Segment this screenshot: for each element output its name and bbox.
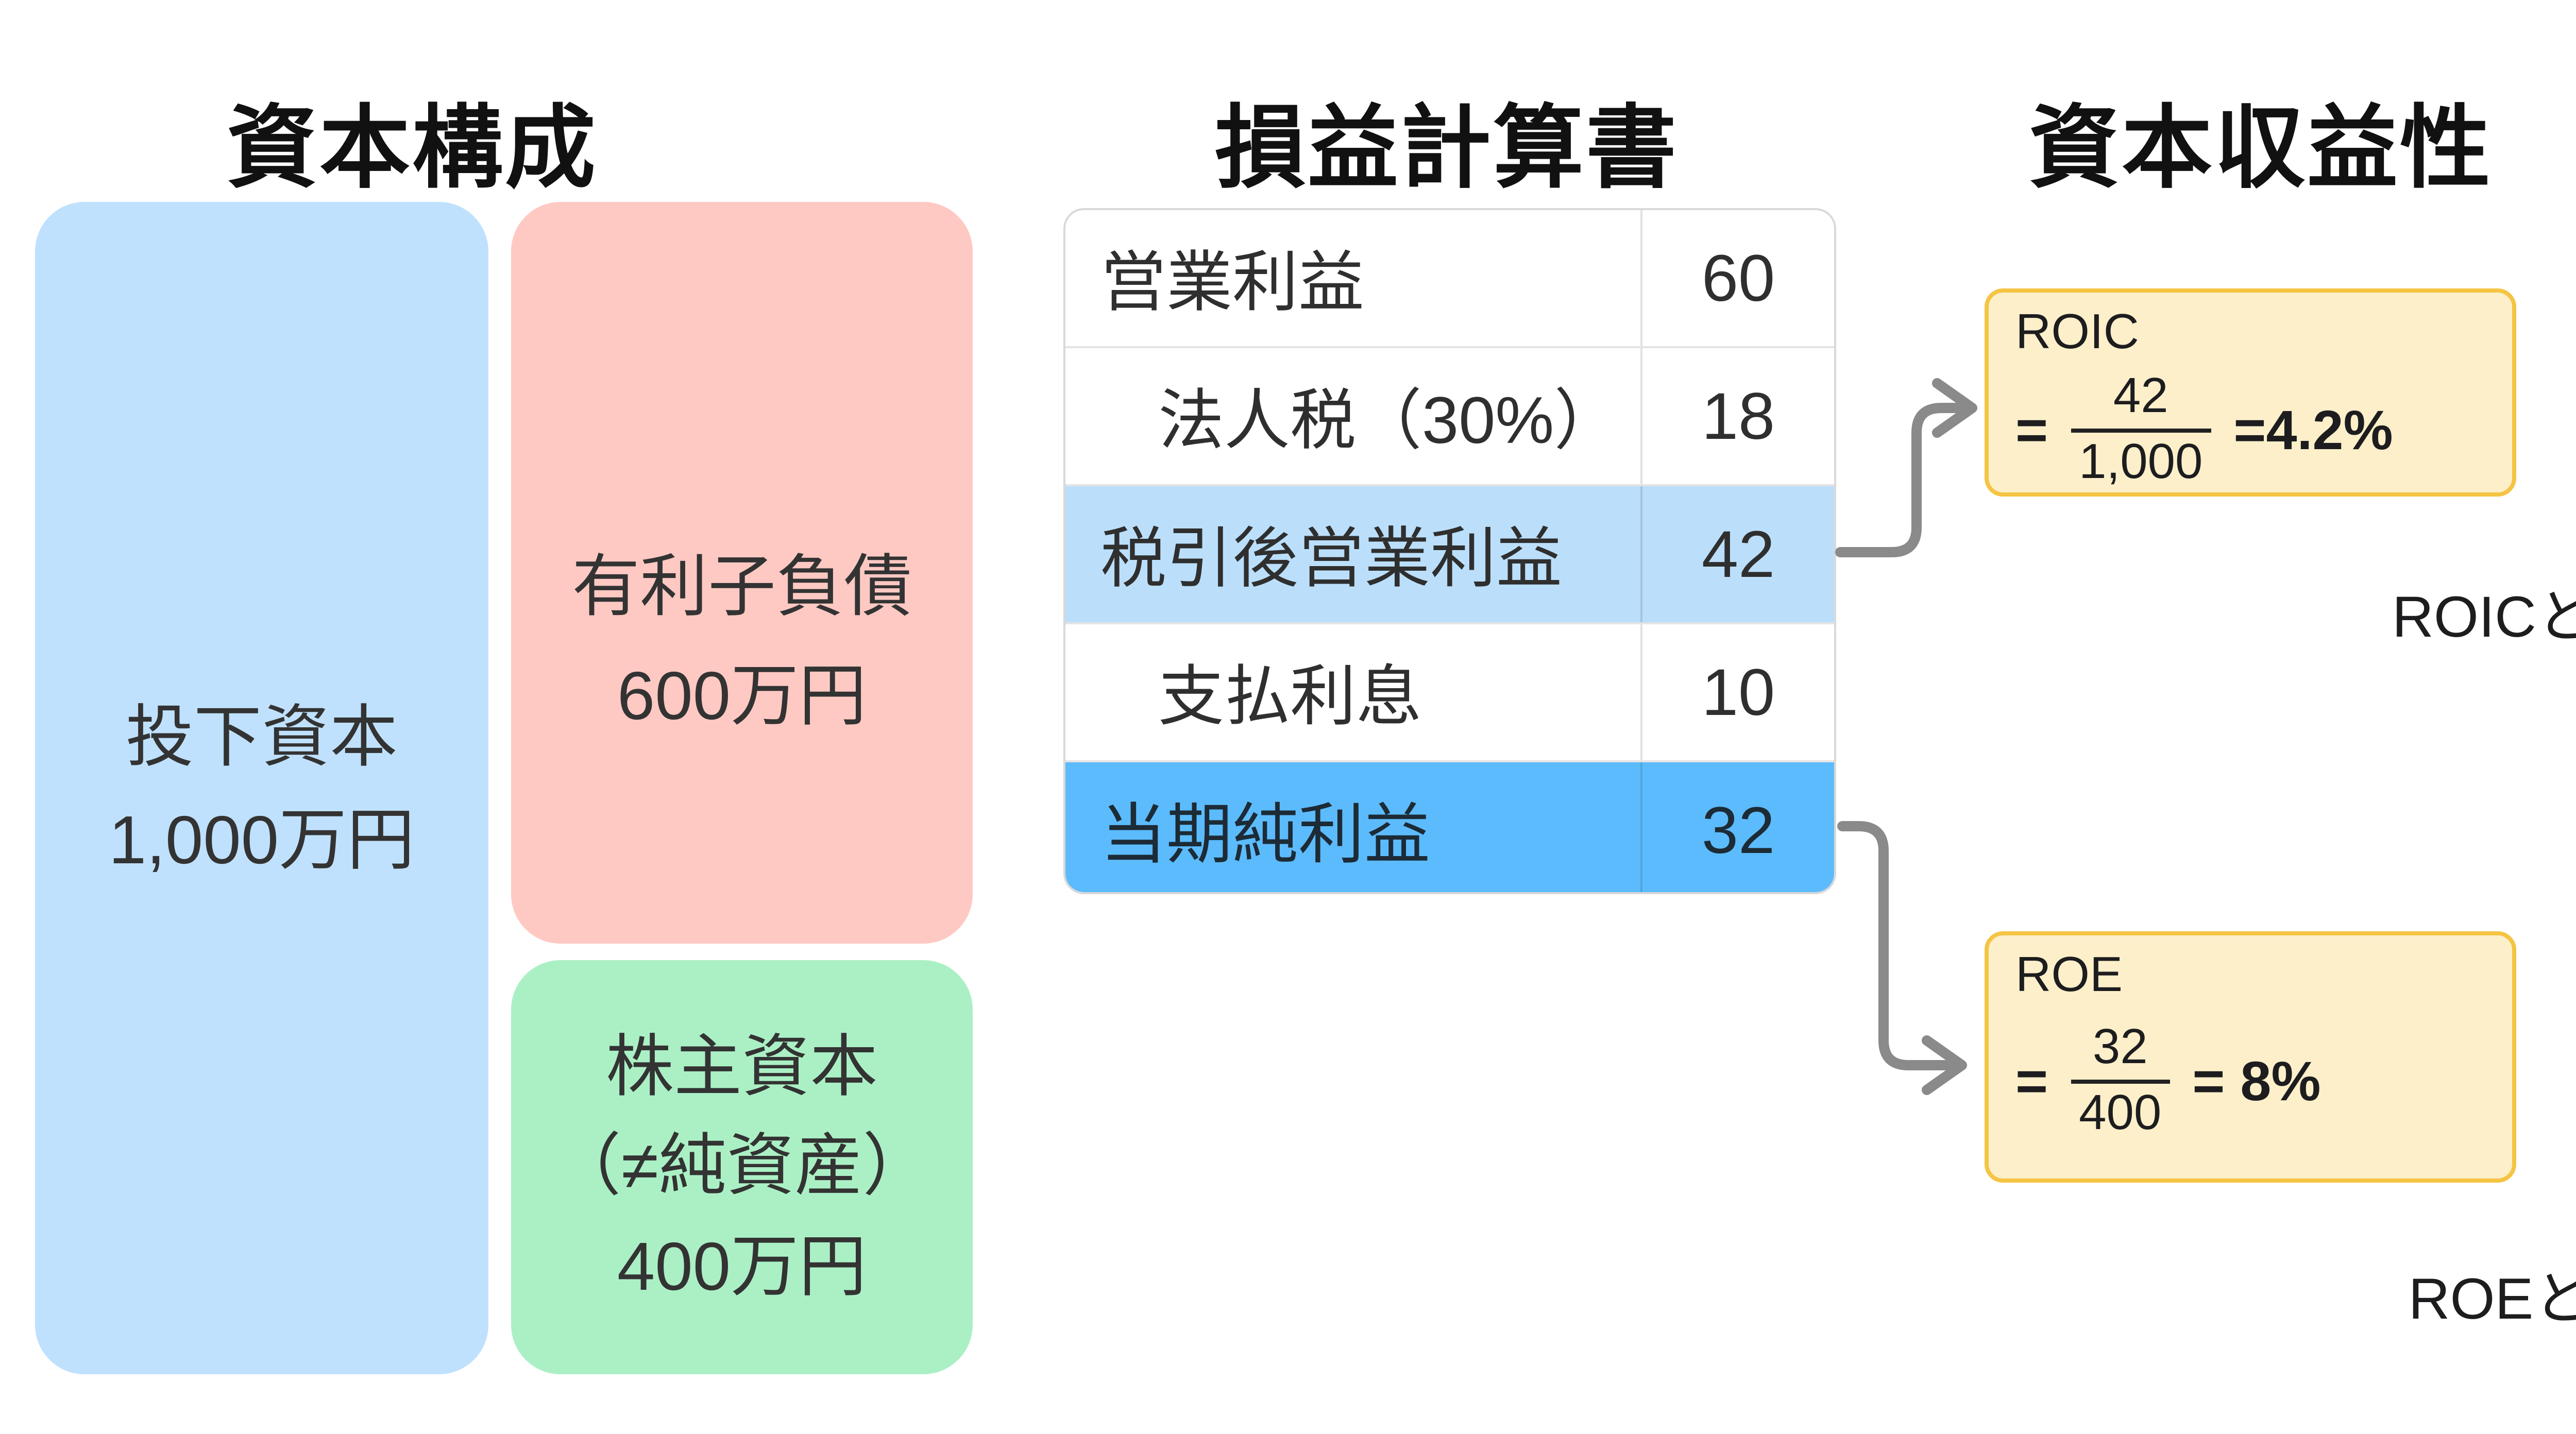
income-statement-title: 損益計算書 [1215, 99, 1679, 200]
row-value: 18 [1640, 348, 1834, 484]
roe-numerator: 32 [2071, 1018, 2170, 1084]
roic-formula: = 42 1,000 =4.2% [2015, 367, 2485, 494]
roe-result: = 8% [2192, 1050, 2321, 1112]
debt-value: 600万円 [617, 658, 867, 735]
debt-label: 有利子負債 [572, 548, 912, 624]
invested-capital-label: 投下資本 [126, 698, 398, 775]
table-row-corporate-tax: 法人税（30%） 18 [1065, 346, 1834, 484]
row-label: 営業利益 [1100, 245, 1365, 319]
equals-sign: = [2015, 1050, 2048, 1112]
roic-label: ROIC [2015, 305, 2139, 361]
equity-note: （≠純資産） [553, 1128, 931, 1204]
table-row-interest-paid: 支払利息 10 [1065, 622, 1834, 760]
invested-capital-box: 投下資本 1,000万円 [35, 202, 488, 1374]
row-label: 法人税（30%） [1158, 383, 1620, 457]
row-value: 32 [1640, 762, 1834, 892]
roic-result: =4.2% [2233, 399, 2393, 460]
shareholders-equity-box: 株主資本 （≠純資産） 400万円 [511, 960, 973, 1374]
roe-formula: = 32 400 = 8% [2015, 1018, 2485, 1146]
roic-wacc-comparison-text: ROICとWACCを比較 [2392, 585, 2576, 649]
equity-value: 400万円 [617, 1227, 867, 1304]
income-statement-table: 営業利益 60 法人税（30%） 18 税引後営業利益 42 支払利息 10 当… [1063, 208, 1836, 894]
capital-profitability-title: 資本収益性 [2029, 99, 2493, 200]
row-value: 60 [1640, 210, 1834, 346]
roic-denominator: 1,000 [2079, 435, 2203, 490]
table-row-nopat: 税引後営業利益 42 [1065, 484, 1834, 622]
capital-structure-title: 資本構成 [227, 99, 598, 200]
roe-fraction: 32 400 [2071, 1018, 2170, 1146]
table-row-operating-profit: 営業利益 60 [1065, 210, 1834, 346]
roe-equity-cost-comparison-text: ROEと株主資本コストを比較 [2408, 1267, 2576, 1331]
roic-fraction: 42 1,000 [2071, 367, 2211, 494]
arrow-nopat-to-roic-head [1932, 378, 1977, 438]
arrow-nopat-to-roic [1835, 403, 1965, 557]
roic-card: ROIC = 42 1,000 =4.2% [1985, 288, 2516, 497]
roic-numerator: 42 [2071, 367, 2211, 433]
arrow-netincome-to-roe-head [1922, 1035, 1967, 1095]
table-row-net-income: 当期純利益 32 [1065, 760, 1834, 892]
roe-card: ROE = 32 400 = 8% [1985, 931, 2516, 1183]
equity-label: 株主資本 [606, 1028, 878, 1105]
arrow-netincome-to-roe [1837, 821, 1955, 1070]
roe-denominator: 400 [2079, 1086, 2162, 1141]
row-label: 当期純利益 [1100, 797, 1431, 872]
row-value: 42 [1640, 486, 1834, 622]
row-value: 10 [1640, 624, 1834, 760]
interest-bearing-debt-box: 有利子負債 600万円 [511, 202, 973, 944]
equals-sign: = [2015, 399, 2048, 460]
row-label: 税引後営業利益 [1100, 521, 1563, 595]
row-label: 支払利息 [1158, 659, 1422, 733]
roe-label: ROE [2015, 948, 2123, 1003]
invested-capital-value: 1,000万円 [108, 800, 415, 877]
